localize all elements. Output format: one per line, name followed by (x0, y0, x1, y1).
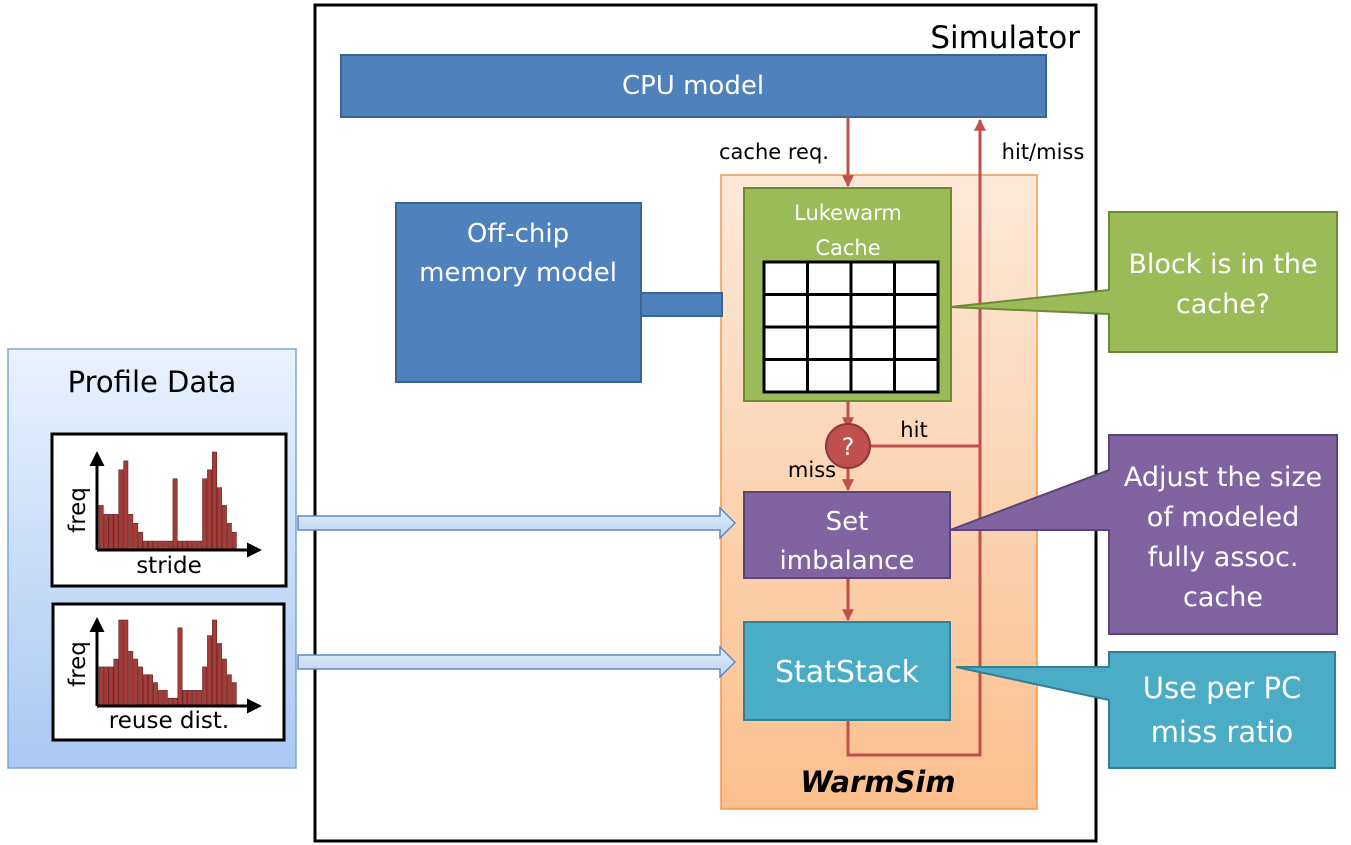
stride-bar (133, 522, 139, 551)
callout-teal-line1: Use per PC (1143, 671, 1302, 705)
stride-bar (172, 478, 178, 551)
reuse-bar (202, 666, 208, 707)
offchip-label-line1: Off-chip (467, 219, 569, 249)
callout-green-line2: cache? (1176, 289, 1270, 320)
flow-lines (842, 117, 986, 757)
reuse-histogram: freq reuse dist. (51, 602, 286, 742)
set-imbalance-box (743, 491, 951, 579)
reuse-bar (98, 666, 104, 707)
reuse-x-label: reuse dist. (109, 708, 229, 734)
callout-purple-line4: cache (1183, 582, 1263, 613)
stride-x-label: stride (136, 553, 202, 579)
offchip-memory-box (395, 202, 642, 383)
reuse-bar (103, 666, 109, 707)
stride-profile-arrow (297, 506, 737, 540)
reuse-bar (147, 674, 153, 707)
set-imbalance-label-line1: Set (826, 507, 869, 537)
stride-bar (231, 531, 237, 551)
reuse-bar (113, 658, 119, 707)
stride-bar (123, 460, 129, 551)
callout-teal-line2: miss ratio (1151, 715, 1294, 749)
miss-label: miss (788, 458, 836, 482)
cpu-model-label: CPU model (622, 71, 764, 101)
callout-purple-line1: Adjust the size (1124, 462, 1322, 493)
reuse-bar (207, 635, 213, 707)
stride-bar (103, 514, 109, 551)
hit-label: hit (900, 418, 927, 442)
reuse-bar (162, 690, 168, 707)
stride-bar (98, 505, 104, 551)
stride-y-label: freq (65, 487, 91, 533)
reuse-bar (226, 674, 232, 707)
profile-data-title: Profile Data (68, 365, 237, 399)
set-imbalance-label-line2: imbalance (780, 546, 915, 576)
reuse-bar (177, 627, 183, 707)
callout-purple-line2: of modeled (1147, 502, 1299, 533)
stride-bar (113, 514, 119, 551)
lukewarm-cache-label-line1: Lukewarm (794, 201, 902, 225)
hit-miss-return-line (846, 118, 986, 757)
cpu-model-box (340, 54, 1047, 118)
reuse-bar (157, 690, 163, 707)
reuse-bar (133, 658, 139, 707)
reuse-y-label: freq (65, 641, 91, 687)
callout-green-line1: Block is in the (1128, 249, 1317, 280)
statstack-box (743, 621, 951, 721)
cache-req-label: cache req. (719, 140, 829, 164)
reuse-bar (118, 619, 124, 707)
decision-label: ? (842, 433, 855, 461)
reuse-bar (221, 658, 227, 707)
reuse-profile-arrow (297, 645, 737, 679)
stride-bar (138, 531, 144, 551)
stride-bar (118, 469, 124, 551)
statstack-label: StatStack (775, 655, 920, 690)
stride-bar (221, 505, 227, 551)
reuse-bar (138, 666, 144, 707)
stride-bar (226, 522, 232, 551)
cache-grid (762, 260, 940, 394)
warmsim-label: WarmSim (800, 765, 955, 799)
reuse-bar (128, 650, 134, 707)
reuse-bar (197, 690, 203, 707)
stride-bar (212, 451, 217, 551)
simulator-label: Simulator (930, 20, 1080, 56)
stride-bar (108, 514, 114, 551)
reuse-bar (187, 690, 193, 707)
reuse-bar (216, 643, 222, 707)
stride-bars (98, 451, 237, 551)
lukewarm-cache-label-line2: Cache (815, 236, 880, 260)
stride-bar (207, 469, 213, 551)
offchip-label-line2: memory model (419, 258, 617, 288)
reuse-bar (143, 674, 148, 707)
callout-per-pc-miss-ratio (955, 651, 1336, 769)
hit-miss-decision-node (825, 423, 871, 469)
hit-miss-label: hit/miss (1002, 140, 1085, 164)
reuse-bar (182, 690, 188, 707)
stride-bar (128, 514, 134, 551)
stride-histogram: freq stride (50, 432, 288, 588)
reuse-bar (152, 682, 158, 707)
stride-bar (202, 478, 208, 551)
reuse-bar (192, 690, 198, 707)
callout-block-in-cache (949, 211, 1338, 353)
reuse-bar (231, 682, 237, 707)
stride-bar (216, 487, 222, 551)
reuse-bar (108, 666, 114, 707)
callout-adjust-size (949, 434, 1338, 635)
reuse-bar (212, 619, 217, 707)
reuse-bar (123, 619, 129, 707)
callout-purple-line3: fully assoc. (1148, 542, 1299, 573)
offchip-connector (640, 292, 723, 317)
